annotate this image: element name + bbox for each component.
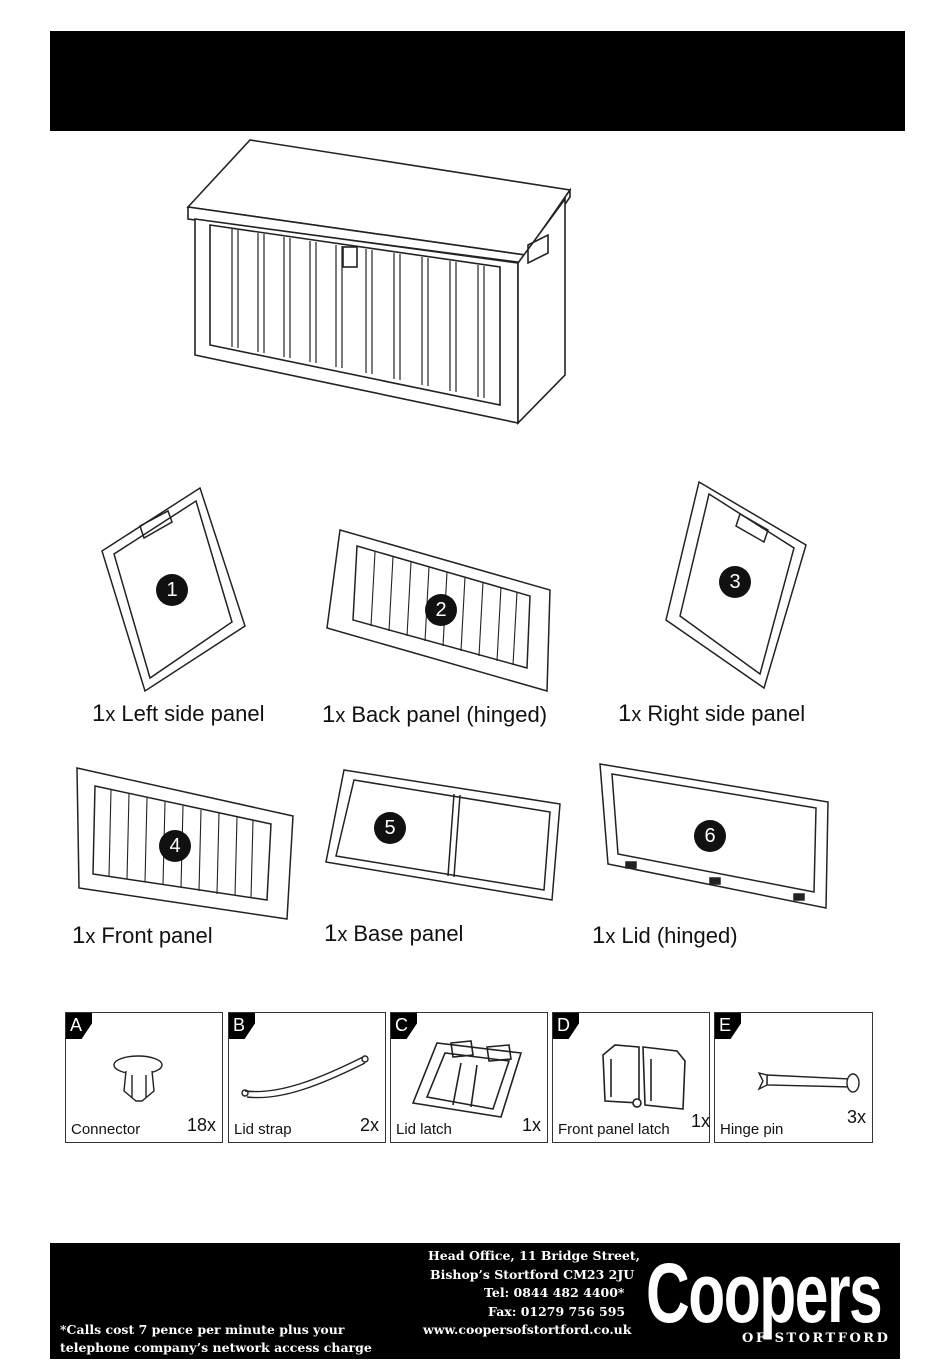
hardware-lid-strap: B Lid strap 2x — [228, 1012, 386, 1143]
part-badge: 5 — [374, 812, 406, 844]
hardware-name: Hinge pin — [720, 1121, 784, 1138]
address-line: Bishop’s Stortford CM23 2JU — [430, 1266, 635, 1282]
website-link[interactable]: www.coopersofstortford.co.uk — [423, 1322, 632, 1337]
hardware-qty: 2x — [359, 1115, 379, 1135]
part-badge: 2 — [425, 594, 457, 626]
hardware-name: Lid latch — [396, 1121, 452, 1138]
company-address: Head Office, 11 Bridge Street, Bishop’s … — [50, 1247, 640, 1340]
hardware-qty: 3x — [846, 1107, 866, 1127]
hardware-lid-latch: C Lid latch 1x — [390, 1012, 548, 1143]
hardware-connector: A Connector 18x — [65, 1012, 223, 1143]
part-back-panel: 2 — [325, 528, 560, 693]
part-badge: 4 — [159, 830, 191, 862]
part-lid: 6 — [598, 762, 833, 912]
logo-wordmark: Coopers — [646, 1246, 883, 1340]
phone-number: Tel: 0844 482 4400* — [484, 1285, 625, 1300]
footer-bar: Head Office, 11 Bridge Street, Bishop’s … — [50, 1243, 900, 1359]
part-badge: 6 — [694, 820, 726, 852]
hardware-hinge-pin: E Hinge pin 3x — [714, 1012, 873, 1143]
part-badge: 3 — [719, 566, 751, 598]
hardware-name: Lid strap — [234, 1121, 292, 1138]
hardware-qty: 1x — [521, 1115, 541, 1135]
part-front-panel: 4 — [75, 766, 295, 921]
part-base-panel: 5 — [324, 768, 569, 903]
coopers-logo: Coopers OF STORTFORD — [646, 1246, 888, 1351]
header-bar — [50, 31, 905, 131]
address-line: Head Office, 11 Bridge Street, — [428, 1248, 640, 1263]
hardware-name: Connector — [71, 1121, 141, 1138]
call-cost-note: *Calls cost 7 pence per minute plus your… — [60, 1322, 372, 1355]
part-left-side-panel: 1 — [100, 486, 260, 696]
hardware-front-panel-latch: D Front panel latch 1x — [552, 1012, 710, 1143]
hardware-name: Front panel latch — [558, 1121, 670, 1138]
hardware-qty: 1x — [690, 1111, 710, 1131]
part-badge: 1 — [156, 574, 188, 606]
fax-number: Fax: 01279 756 595 — [488, 1303, 626, 1319]
hardware-qty: 18x — [186, 1115, 216, 1135]
part-right-side-panel: 3 — [664, 480, 809, 690]
logo-subtitle: OF STORTFORD — [742, 1331, 891, 1346]
assembled-box-illustration — [180, 135, 580, 425]
